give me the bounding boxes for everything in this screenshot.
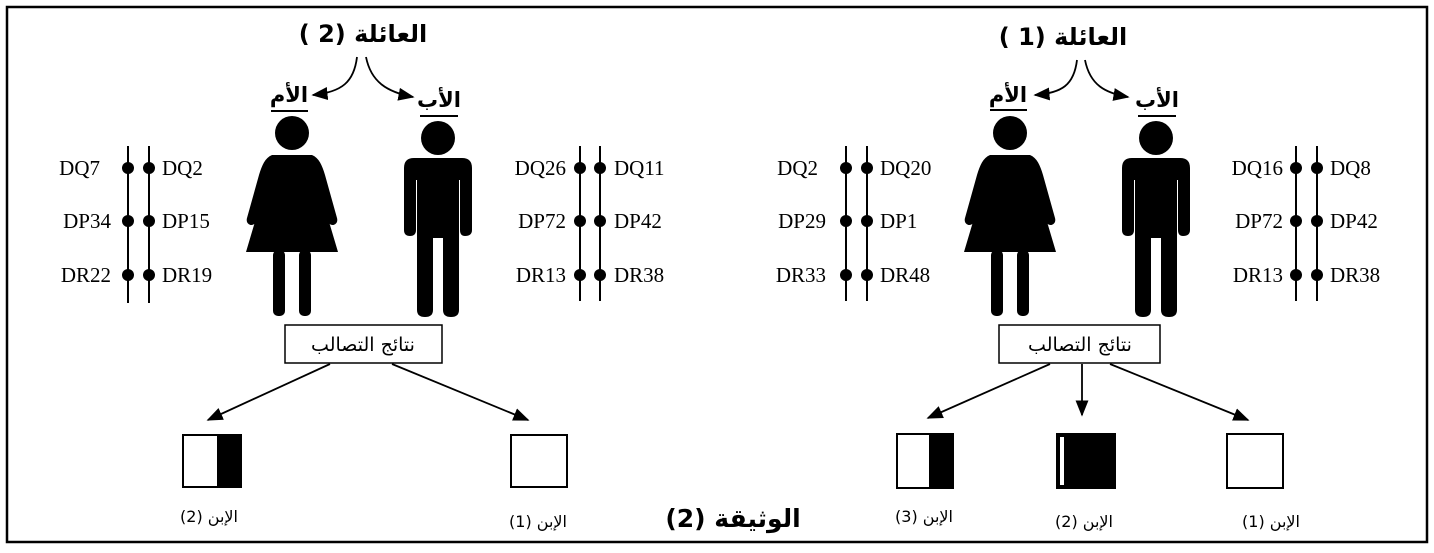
family-2-cross-box bbox=[284, 324, 443, 364]
family-2: العائلة (2 ) الأم الأب DQ7 DP34 DR bbox=[59, 20, 664, 532]
family-1-mother-allele-left-1: DQ2 bbox=[777, 156, 818, 180]
family-1-father-allele-left-1: DQ16 bbox=[1232, 156, 1283, 180]
family-1-child-2-square bbox=[1056, 433, 1116, 489]
family-1-father-allele-right-1: DQ8 bbox=[1330, 156, 1371, 180]
family-2-father-allele-left-2: DP72 bbox=[518, 209, 566, 233]
family-1-arrow-child-1 bbox=[1109, 363, 1250, 421]
family-2-mother-allele-right-1: DQ2 bbox=[162, 156, 203, 180]
family-1-child-2-label: الإبن (2) bbox=[1055, 512, 1113, 532]
family-1-arrow-child-3 bbox=[926, 363, 1051, 419]
family-2-father-label: الأب bbox=[417, 86, 461, 112]
family-1-father-allele-left-3: DR13 bbox=[1233, 263, 1283, 287]
family-2-child-1-square bbox=[510, 434, 568, 488]
family-1-father-label: الأب bbox=[1135, 86, 1179, 112]
family-1-father-chromosomes: DQ16 DP72 DR13 DQ8 DP42 DR38 bbox=[1232, 146, 1380, 301]
family-2-father-allele-left-3: DR13 bbox=[516, 263, 566, 287]
family-1-father-allele-left-2: DP72 bbox=[1235, 209, 1283, 233]
family-1-mother-chromosomes: DQ2 DP29 DR33 DQ20 DP1 DR48 bbox=[776, 146, 931, 301]
family-2-arrow-child-2 bbox=[206, 363, 331, 421]
family-2-mother-allele-right-3: DR19 bbox=[162, 263, 212, 287]
family-2-arrow-father bbox=[365, 56, 415, 101]
family-2-father-icon bbox=[404, 121, 472, 317]
family-2-father-chromosomes: DQ26 DP72 DR13 DQ11 DP42 DR38 bbox=[515, 146, 665, 301]
family-1-mother-icon bbox=[964, 116, 1056, 316]
family-1-cross-label: نتائج التصالب bbox=[1028, 334, 1132, 356]
family-2-mother-allele-left-3: DR22 bbox=[61, 263, 111, 287]
family-1-title: العائلة (1 ) bbox=[999, 23, 1128, 51]
family-2-father-allele-left-1: DQ26 bbox=[515, 156, 566, 180]
family-2-child-1-label: الإبن (1) bbox=[509, 512, 567, 532]
family-1-mother-allele-right-1: DQ20 bbox=[880, 156, 931, 180]
family-1-mother-label: الأم bbox=[989, 81, 1027, 107]
family-1-arrow-father bbox=[1084, 59, 1130, 101]
family-1-mother-allele-left-2: DP29 bbox=[778, 209, 826, 233]
family-2-child-2-label: الإبن (2) bbox=[180, 507, 238, 527]
family-1-arrow-mother bbox=[1033, 59, 1078, 101]
family-2-cross-label: نتائج التصالب bbox=[311, 334, 415, 356]
family-2-father-allele-right-2: DP42 bbox=[614, 209, 662, 233]
family-1-cross-box bbox=[998, 324, 1161, 364]
family-2-father-allele-right-3: DR38 bbox=[614, 263, 664, 287]
family-1-child-3-label: الإبن (3) bbox=[895, 507, 953, 527]
family-1-child-1-label: الإبن (1) bbox=[1242, 512, 1300, 532]
family-1-father-allele-right-3: DR38 bbox=[1330, 263, 1380, 287]
family-2-father-allele-right-1: DQ11 bbox=[614, 156, 665, 180]
figure-frame bbox=[5, 5, 1429, 544]
family-2-arrow-mother bbox=[311, 56, 358, 100]
family-2-mother-allele-left-2: DP34 bbox=[63, 209, 111, 233]
document-title: الوثيقة (2) bbox=[665, 504, 800, 534]
family-2-mother-icon bbox=[246, 116, 338, 316]
family-1-mother-allele-right-3: DR48 bbox=[880, 263, 930, 287]
family-1-father-icon bbox=[1122, 121, 1190, 317]
family-2-child-2-square bbox=[182, 434, 242, 488]
family-2-arrow-child-1 bbox=[391, 363, 530, 421]
family-2-mother-allele-right-2: DP15 bbox=[162, 209, 210, 233]
family-1-father-allele-right-2: DP42 bbox=[1330, 209, 1378, 233]
family-2-title: العائلة (2 ) bbox=[299, 20, 428, 48]
family-2-mother-chromosomes: DQ7 DP34 DR22 DQ2 DP15 DR19 bbox=[59, 146, 212, 303]
family-1: العائلة (1 ) الأم الأب DQ2 DP29 DR bbox=[776, 23, 1380, 532]
family-1-mother-allele-right-2: DP1 bbox=[880, 209, 917, 233]
family-2-mother-allele-left-1: DQ7 bbox=[59, 156, 100, 180]
family-1-child-1-square bbox=[1226, 433, 1284, 489]
family-1-child-3-square bbox=[896, 433, 954, 489]
family-2-mother-label: الأم bbox=[270, 81, 308, 107]
family-1-mother-allele-left-3: DR33 bbox=[776, 263, 826, 287]
